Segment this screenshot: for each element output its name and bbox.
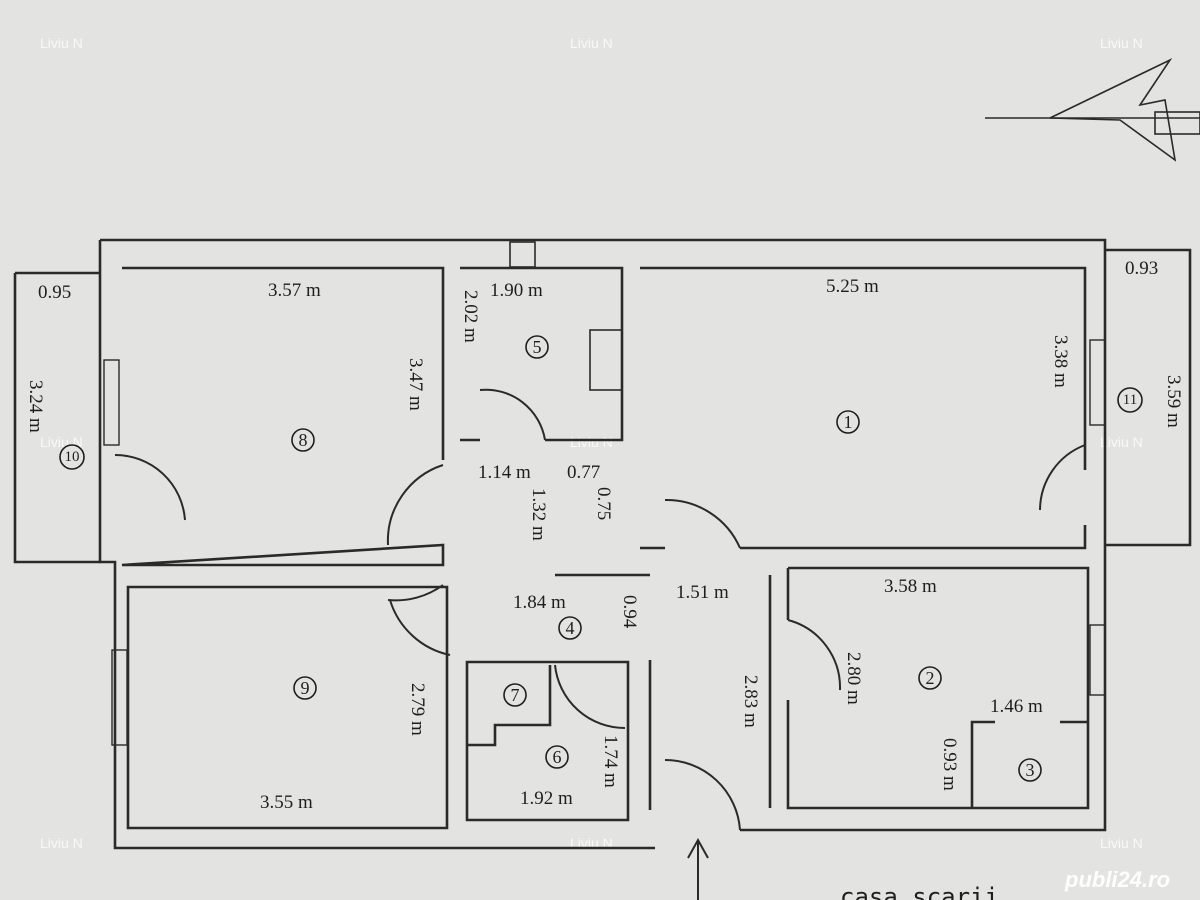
- north-arrow-icon: [985, 58, 1200, 162]
- watermark: Liviu N: [40, 35, 83, 51]
- doors: [114, 388, 1086, 831]
- room-number-2: 2: [918, 666, 942, 690]
- dim-label: 1.46 m: [990, 696, 1043, 717]
- watermark: Liviu N: [40, 835, 83, 851]
- dim-label: 0.77: [567, 462, 600, 483]
- dim-label: 0.95: [38, 282, 71, 303]
- dim-label: 1.32 m: [528, 488, 549, 541]
- dim-label: 5.25 m: [826, 276, 879, 297]
- watermarks: Liviu N Liviu N Liviu N Liviu N Liviu N …: [40, 35, 1143, 851]
- room-number-text: 9: [301, 678, 310, 698]
- dimension-labels: 0.95 3.24 m 3.57 m 3.47 m 1.90 m 2.02 m …: [25, 258, 1184, 813]
- room-number-text: 7: [511, 685, 520, 705]
- room-number-text: 8: [299, 430, 308, 450]
- watermark: Liviu N: [40, 434, 83, 450]
- dim-label: 3.58 m: [884, 576, 937, 597]
- dim-label: 0.94: [619, 595, 640, 629]
- dim-label: 1.74 m: [600, 735, 621, 788]
- brand-logo: publi24.ro: [1064, 867, 1170, 892]
- room-number-9: 9: [293, 676, 317, 700]
- dim-label: 3.38 m: [1050, 335, 1071, 388]
- watermark: Liviu N: [570, 434, 613, 450]
- dim-label: 3.57 m: [268, 280, 321, 301]
- dim-label: 2.79 m: [407, 683, 428, 736]
- room-number-8: 8: [291, 428, 315, 452]
- room-number-10: 10: [59, 444, 85, 470]
- watermark: Liviu N: [1100, 434, 1143, 450]
- dim-label: 3.24 m: [25, 380, 46, 433]
- dim-label: 2.80 m: [843, 652, 864, 705]
- dim-label: 1.90 m: [490, 280, 543, 301]
- room-number-4: 4: [558, 616, 582, 640]
- room-number-11: 11: [1117, 387, 1143, 413]
- room-number-text: 5: [533, 337, 542, 357]
- stair-label: casa scarii: [840, 883, 999, 900]
- watermark: Liviu N: [570, 35, 613, 51]
- room-number-6: 6: [545, 745, 569, 769]
- dim-label: 2.02 m: [460, 290, 481, 343]
- room-number-text: 1: [844, 412, 853, 432]
- room-number-7: 7: [503, 683, 527, 707]
- room-number-text: 3: [1026, 760, 1035, 780]
- room-numbers: 1 2 3 4 5 6 7 8 9 10 11: [59, 335, 1143, 782]
- dim-label: 0.75: [593, 487, 614, 520]
- room-number-5: 5: [525, 335, 549, 359]
- room-number-text: 4: [566, 618, 575, 638]
- dim-label: 1.92 m: [520, 788, 573, 809]
- room-number-text: 6: [553, 747, 562, 767]
- room-number-text: 11: [1123, 392, 1137, 408]
- walls: [13, 238, 1192, 850]
- dim-label: 1.84 m: [513, 592, 566, 613]
- dim-label: 3.47 m: [405, 358, 426, 411]
- dim-label: 1.14 m: [478, 462, 531, 483]
- dim-label: 3.59 m: [1163, 375, 1184, 428]
- room-number-text: 10: [65, 449, 80, 465]
- room-number-3: 3: [1018, 758, 1042, 782]
- dim-label: 0.93: [1125, 258, 1158, 279]
- entrance-arrow-icon: [687, 837, 709, 900]
- room-number-1: 1: [836, 410, 860, 434]
- dim-label: 3.55 m: [260, 792, 313, 813]
- room-number-text: 2: [926, 668, 935, 688]
- watermark: Liviu N: [1100, 35, 1143, 51]
- dim-label: 1.51 m: [676, 582, 729, 603]
- watermark: Liviu N: [1100, 835, 1143, 851]
- dim-label: 0.93 m: [939, 738, 960, 791]
- dim-label: 2.83 m: [740, 675, 761, 728]
